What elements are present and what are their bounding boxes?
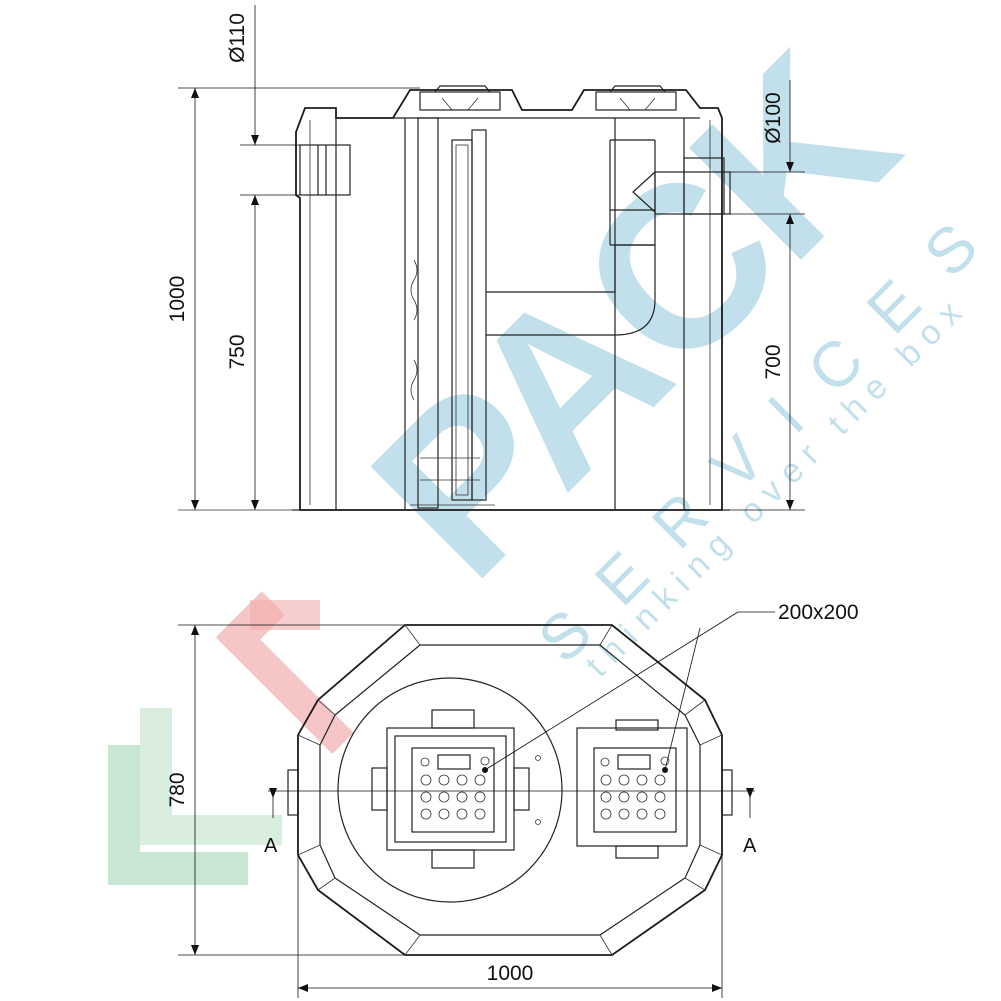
total-height-label: 1000 (166, 276, 189, 323)
cover-size-callout: 200x200 (484, 601, 859, 771)
tank-outline-plan (287, 624, 733, 956)
access-cover-left (419, 85, 501, 111)
outlet-pipe (632, 157, 731, 215)
dimension-width: 1000 (297, 855, 723, 998)
cover-size-label: 200x200 (778, 601, 859, 624)
dimension-outlet: 700 Ø100 (730, 80, 805, 511)
inlet-height-label: 750 (226, 334, 249, 369)
side-view: 1000 750 Ø110 700 Ø100 (166, 5, 805, 511)
section-mark-right: A (743, 835, 757, 857)
access-cover-right (595, 85, 677, 111)
inlet-diameter-label: Ø110 (226, 13, 249, 63)
depth-label: 780 (166, 772, 189, 807)
filter-circle (337, 677, 563, 903)
section-mark-left: A (264, 835, 278, 857)
dimension-total-height: 1000 (166, 87, 420, 510)
watermark: PACK SERVICES thinking over the box (108, 8, 1001, 885)
dimension-inlet: 750 Ø110 (226, 5, 300, 510)
outlet-elbow-pipe (486, 139, 656, 336)
outlet-height-label: 700 (762, 344, 785, 379)
filter-column (410, 117, 495, 509)
cover-grid-left (371, 709, 541, 869)
inlet-pipe (299, 144, 351, 196)
top-view: A A 200x200 780 1000 (166, 601, 859, 998)
outlet-diameter-label: Ø100 (762, 92, 785, 143)
tank-body (178, 89, 730, 511)
cover-grid-right (576, 719, 688, 859)
dimension-depth: 780 (166, 624, 405, 956)
width-label: 1000 (487, 962, 534, 985)
section-line: A A (264, 788, 757, 857)
brand-chevron-mark (108, 591, 354, 885)
